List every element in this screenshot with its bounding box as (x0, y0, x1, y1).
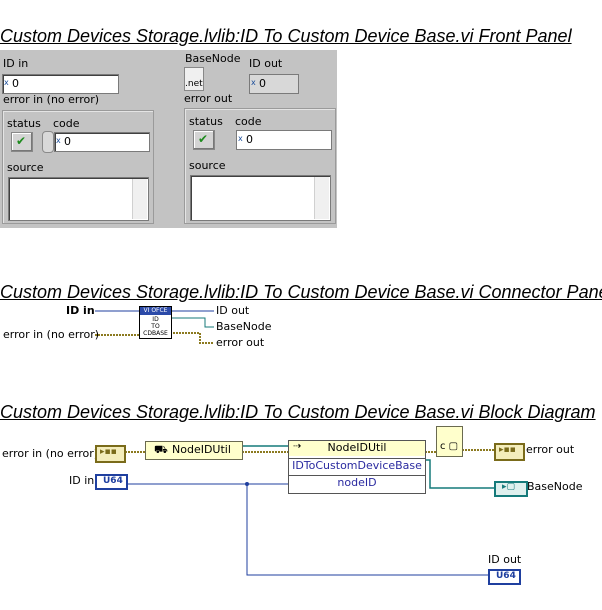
id-out-value: 0 (259, 77, 266, 90)
vi-icon-banner: VI OFCE (140, 307, 171, 315)
id-in-label: ID in (3, 57, 29, 70)
cluster-terminal-icon: ▸▪▪ (499, 445, 516, 455)
invoke-node-header: ⇢ NodeIDUtil (289, 441, 425, 456)
error-in-label: error in (no error) (3, 93, 100, 106)
error-in-code-control[interactable]: x 0 (54, 132, 150, 152)
invoke-param-row[interactable]: nodeID (289, 475, 425, 491)
cp-input-error-in: error in (no error) (3, 328, 100, 341)
error-out-code-indicator: x 0 (236, 130, 332, 150)
error-in-terminal[interactable]: ▸▪▪ (95, 445, 126, 463)
cp-output-error-out: error out (216, 336, 265, 349)
terminal-type: U64 (103, 476, 123, 486)
base-node-label: BaseNode (185, 52, 241, 65)
constructor-label: NodeIDUtil (172, 443, 231, 456)
front-panel: ID in x 0 BaseNode .net ID out x 0 error… (0, 50, 337, 228)
vi-icon-line: CDBASE (143, 330, 168, 337)
bd-base-node-label: BaseNode (527, 480, 583, 493)
vi-icon[interactable]: VI OFCE ID TO CDBASE (139, 306, 172, 339)
bd-error-out-label: error out (526, 443, 575, 456)
bd-id-in-label: ID in (69, 474, 95, 487)
radix-indicator: x (251, 78, 256, 87)
dotnet-refnum-icon[interactable]: .net (184, 67, 204, 91)
radix-indicator: x (238, 134, 243, 143)
invoke-method-row[interactable]: IDToCustomDeviceBase (289, 458, 425, 474)
invoke-node-class: NodeIDUtil (327, 441, 387, 454)
checkmark-icon: ✔ (16, 134, 27, 148)
cp-output-base-node: BaseNode (216, 320, 272, 333)
constructor-node[interactable]: ⛟ NodeIDUtil (145, 441, 243, 460)
error-out-terminal[interactable]: ▸▪▪ (494, 443, 525, 461)
bd-id-out-label: ID out (488, 553, 522, 566)
code-spinner[interactable] (42, 131, 54, 153)
error-in-cluster: status ✔ code x 0 source (2, 110, 154, 224)
invoke-node[interactable]: ⇢ NodeIDUtil IDToCustomDeviceBase nodeID (288, 440, 426, 494)
code-value: 0 (64, 135, 71, 148)
error-in-source-textbox[interactable] (8, 177, 149, 221)
id-out-terminal[interactable]: U64 (488, 569, 521, 585)
error-out-cluster: status ✔ code x 0 source (184, 108, 336, 224)
base-node-terminal[interactable]: ▸▢ (494, 481, 528, 497)
close-reference-node[interactable]: c ▢ (436, 426, 463, 457)
id-in-control[interactable]: x 0 (2, 74, 119, 94)
id-out-indicator: x 0 (249, 74, 299, 94)
scrollbar[interactable] (132, 179, 147, 219)
cluster-terminal-icon: ▸▪▪ (100, 447, 117, 457)
id-out-label: ID out (249, 57, 283, 70)
radix-indicator: x (4, 78, 9, 87)
close-reference-icon: c ▢ (440, 441, 459, 452)
front-panel-title: Custom Devices Storage.lvlib:ID To Custo… (0, 26, 572, 46)
code-value: 0 (246, 133, 253, 146)
source-label: source (189, 159, 226, 172)
source-label: source (7, 161, 44, 174)
error-out-label: error out (184, 92, 233, 105)
cp-input-id-in: ID in (66, 304, 95, 317)
arrow-right-icon: ⇢ (293, 441, 302, 452)
status-label: status (7, 117, 41, 130)
bd-error-in-label: error in (no error) (2, 447, 99, 460)
constructor-icon: ⛟ (154, 443, 168, 456)
vi-icon-line: ID (152, 316, 159, 323)
id-in-value: 0 (12, 77, 19, 90)
status-indicator: ✔ (193, 130, 215, 150)
id-in-terminal[interactable]: U64 (95, 474, 128, 490)
connector-pane-title: Custom Devices Storage.lvlib:ID To Custo… (0, 282, 602, 302)
checkmark-icon: ✔ (198, 132, 209, 146)
status-label: status (189, 115, 223, 128)
block-diagram-wires (125, 445, 494, 576)
radix-indicator: x (56, 136, 61, 145)
connector-pane-wires (95, 310, 214, 344)
scrollbar[interactable] (314, 177, 329, 219)
block-diagram-title: Custom Devices Storage.lvlib:ID To Custo… (0, 402, 596, 422)
refnum-terminal-icon: ▸▢ (502, 482, 516, 492)
terminal-type: U64 (496, 571, 516, 581)
status-checkbox[interactable]: ✔ (11, 132, 33, 152)
cp-output-id-out: ID out (216, 304, 250, 317)
code-label: code (235, 115, 262, 128)
vi-icon-line: TO (151, 323, 160, 330)
dotnet-icon-text: .net (185, 79, 203, 89)
code-label: code (53, 117, 80, 130)
error-out-source-textbox (190, 175, 331, 221)
